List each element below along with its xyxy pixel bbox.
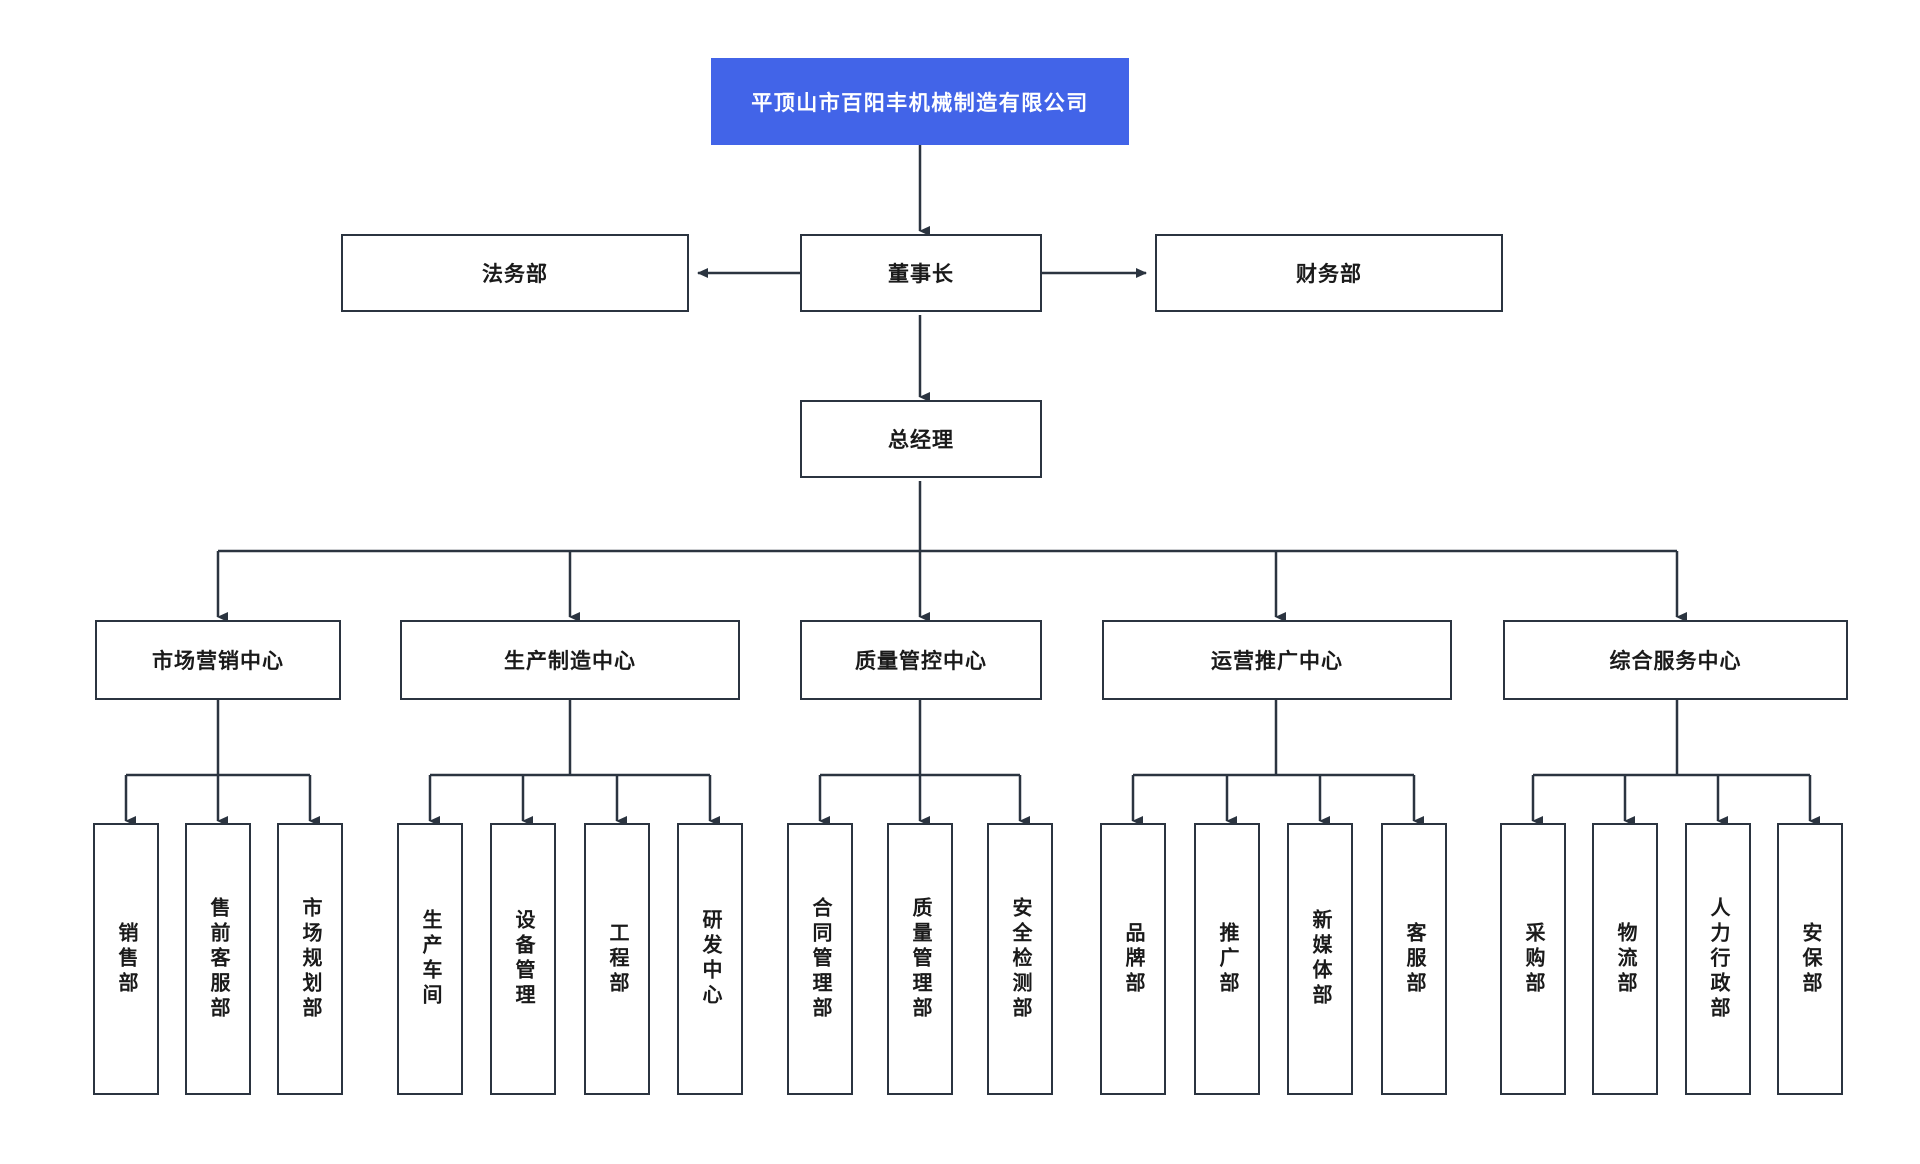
node-label: 法务部 (482, 263, 548, 286)
node-leaf-sales[interactable]: 销售部 (93, 823, 159, 1095)
node-label: 市场规划部 (299, 896, 321, 1022)
node-label: 生产车间 (419, 909, 441, 1009)
node-label: 董事长 (888, 263, 954, 286)
node-center-general-services[interactable]: 综合服务中心 (1503, 620, 1848, 700)
node-label: 安全检测部 (1009, 896, 1031, 1022)
node-label: 人力行政部 (1707, 896, 1729, 1022)
node-label: 综合服务中心 (1609, 650, 1742, 673)
node-legal-department[interactable]: 法务部 (341, 234, 689, 312)
node-leaf-engineering[interactable]: 工程部 (584, 823, 650, 1095)
node-chairman[interactable]: 董事长 (800, 234, 1042, 312)
node-finance-department[interactable]: 财务部 (1155, 234, 1503, 312)
node-label: 品牌部 (1122, 921, 1144, 997)
node-leaf-security[interactable]: 安保部 (1777, 823, 1843, 1095)
node-center-quality[interactable]: 质量管控中心 (800, 620, 1042, 700)
node-center-production[interactable]: 生产制造中心 (400, 620, 740, 700)
node-label: 财务部 (1296, 263, 1362, 286)
node-label: 质量管理部 (909, 896, 931, 1022)
node-label: 运营推广中心 (1211, 650, 1343, 673)
node-center-marketing[interactable]: 市场营销中心 (95, 620, 341, 700)
node-label: 客服部 (1403, 921, 1425, 997)
node-label: 生产制造中心 (504, 650, 636, 673)
node-leaf-safety-inspection[interactable]: 安全检测部 (987, 823, 1053, 1095)
node-leaf-customer-service[interactable]: 客服部 (1381, 823, 1447, 1095)
node-leaf-presale-service[interactable]: 售前客服部 (185, 823, 251, 1095)
node-leaf-logistics[interactable]: 物流部 (1592, 823, 1658, 1095)
node-company-root[interactable]: 平顶山市百阳丰机械制造有限公司 (711, 58, 1129, 145)
node-label: 质量管控中心 (855, 650, 987, 673)
node-label: 设备管理 (512, 909, 534, 1009)
node-label: 新媒体部 (1309, 909, 1331, 1009)
node-general-manager[interactable]: 总经理 (800, 400, 1042, 478)
node-leaf-brand[interactable]: 品牌部 (1100, 823, 1166, 1095)
node-leaf-hr-admin[interactable]: 人力行政部 (1685, 823, 1751, 1095)
node-label: 市场营销中心 (152, 650, 284, 673)
node-label: 工程部 (606, 921, 628, 997)
node-label: 合同管理部 (809, 896, 831, 1022)
node-label: 推广部 (1216, 921, 1238, 997)
node-leaf-contract-management[interactable]: 合同管理部 (787, 823, 853, 1095)
node-label: 平顶山市百阳丰机械制造有限公司 (751, 91, 1089, 115)
node-leaf-equipment-management[interactable]: 设备管理 (490, 823, 556, 1095)
node-leaf-promotion[interactable]: 推广部 (1194, 823, 1260, 1095)
node-leaf-new-media[interactable]: 新媒体部 (1287, 823, 1353, 1095)
node-leaf-market-planning[interactable]: 市场规划部 (277, 823, 343, 1095)
node-label: 总经理 (888, 429, 954, 452)
node-center-operations[interactable]: 运营推广中心 (1102, 620, 1452, 700)
node-leaf-production-workshop[interactable]: 生产车间 (397, 823, 463, 1095)
node-label: 售前客服部 (207, 896, 229, 1022)
node-leaf-rnd-center[interactable]: 研发中心 (677, 823, 743, 1095)
node-label: 销售部 (115, 921, 137, 997)
node-label: 物流部 (1614, 921, 1636, 997)
node-label: 研发中心 (699, 909, 721, 1009)
node-label: 采购部 (1522, 921, 1544, 997)
node-label: 安保部 (1799, 921, 1821, 997)
node-leaf-procurement[interactable]: 采购部 (1500, 823, 1566, 1095)
node-leaf-quality-management[interactable]: 质量管理部 (887, 823, 953, 1095)
